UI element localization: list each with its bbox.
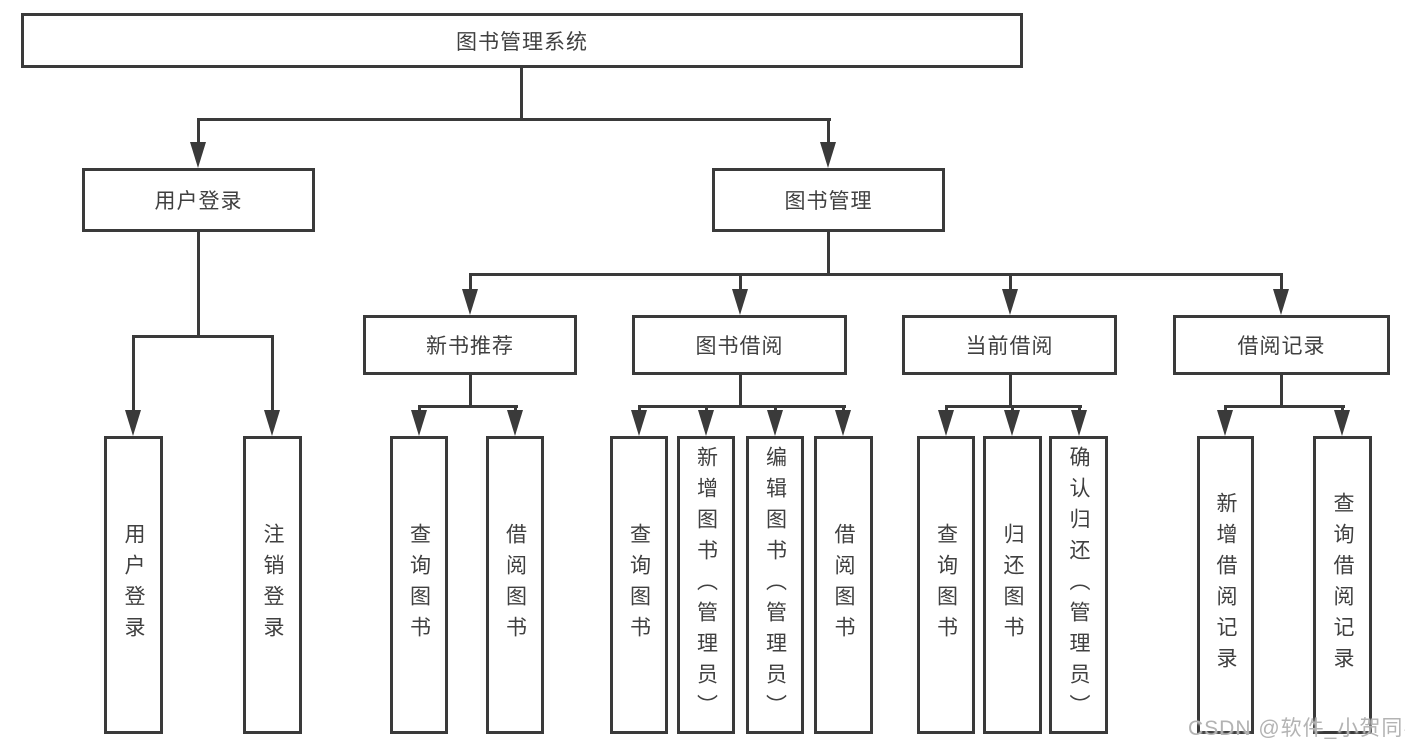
leaf-query-books-borrowing: 查询图书 <box>610 436 668 734</box>
arrow-down <box>938 410 954 436</box>
leaf-label: 借阅图书 <box>503 523 527 647</box>
arrow-down <box>1002 289 1018 315</box>
node-new-book-recommendation: 新书推荐 <box>363 315 577 375</box>
leaf-query-books-recommend: 查询图书 <box>390 436 448 734</box>
arrow-down <box>1004 410 1020 436</box>
arrow-down <box>631 410 647 436</box>
connector-line <box>1009 273 1012 293</box>
leaf-label: 查询图书 <box>407 523 431 647</box>
node-current-borrowing: 当前借阅 <box>902 315 1117 375</box>
arrow-down <box>190 142 206 168</box>
connector-line <box>1280 375 1283 408</box>
connector-line <box>469 273 472 293</box>
leaf-label: 归还图书 <box>1001 523 1024 647</box>
node-library-system: 图书管理系统 <box>21 13 1023 68</box>
connector-line <box>197 232 200 338</box>
leaf-label: 借阅图书 <box>832 523 855 647</box>
leaf-logout: 注销登录 <box>243 436 302 734</box>
leaf-label: 新增借阅记录 <box>1214 492 1237 678</box>
arrow-down <box>1071 410 1087 436</box>
connector-line <box>132 335 135 414</box>
leaf-label: 注销登录 <box>261 523 284 647</box>
connector-line <box>197 118 831 121</box>
csdn-watermark: CSDN @软件_小贺同学 <box>1188 717 1405 740</box>
arrow-down <box>1334 410 1350 436</box>
arrow-down <box>767 410 783 436</box>
leaf-label: 新增图书（管理员） <box>694 445 718 725</box>
leaf-borrow-books-recommend: 借阅图书 <box>486 436 544 734</box>
connector-line <box>638 405 846 408</box>
node-book-borrowing: 图书借阅 <box>632 315 847 375</box>
leaf-confirm-return-admin: 确认归还（管理员） <box>1049 436 1108 734</box>
arrow-down <box>1273 289 1289 315</box>
arrow-down <box>698 410 714 436</box>
connector-line <box>271 335 274 414</box>
leaf-add-borrow-record: 新增借阅记录 <box>1197 436 1254 734</box>
node-label: 图书管理 <box>784 190 873 213</box>
arrow-down <box>125 410 141 436</box>
node-book-management: 图书管理 <box>712 168 945 232</box>
leaf-borrow-books-borrowing: 借阅图书 <box>814 436 873 734</box>
arrow-down <box>462 289 478 315</box>
leaf-label: 用户登录 <box>122 523 145 647</box>
node-label: 图书管理系统 <box>456 30 588 54</box>
leaf-label: 查询图书 <box>627 523 651 647</box>
leaf-label: 查询图书 <box>934 523 958 647</box>
connector-line <box>739 375 742 408</box>
leaf-return-book: 归还图书 <box>983 436 1042 734</box>
connector-line <box>739 273 742 293</box>
leaf-label: 编辑图书（管理员） <box>763 445 787 725</box>
node-label: 新书推荐 <box>426 335 514 358</box>
node-label: 图书借阅 <box>695 335 784 358</box>
connector-line <box>827 118 830 146</box>
node-borrowing-records: 借阅记录 <box>1173 315 1390 375</box>
arrow-down <box>264 410 280 436</box>
connector-line <box>418 405 518 408</box>
leaf-edit-book-admin: 编辑图书（管理员） <box>746 436 804 734</box>
connector-line <box>469 273 1283 276</box>
leaf-label: 查询借阅记录 <box>1331 492 1354 678</box>
node-label: 用户登录 <box>154 190 243 213</box>
node-label: 借阅记录 <box>1237 335 1326 358</box>
arrow-down <box>835 410 851 436</box>
connector-line <box>132 335 274 338</box>
leaf-add-book-admin: 新增图书（管理员） <box>677 436 735 734</box>
connector-line <box>1280 273 1283 293</box>
connector-line <box>1009 375 1012 408</box>
connector-line <box>520 68 523 120</box>
arrow-down <box>732 289 748 315</box>
connector-line <box>1224 405 1345 408</box>
node-user-login: 用户登录 <box>82 168 315 232</box>
leaf-user-login: 用户登录 <box>104 436 163 734</box>
node-label: 当前借阅 <box>965 335 1054 358</box>
connector-line <box>827 232 830 276</box>
connector-line <box>469 375 472 408</box>
arrow-down <box>507 410 523 436</box>
leaf-label: 确认归还（管理员） <box>1067 445 1090 725</box>
arrow-down <box>820 142 836 168</box>
connector-line <box>197 118 200 146</box>
arrow-down <box>411 410 427 436</box>
leaf-query-books-current: 查询图书 <box>917 436 975 734</box>
arrow-down <box>1217 410 1233 436</box>
leaf-query-borrow-record: 查询借阅记录 <box>1313 436 1372 734</box>
